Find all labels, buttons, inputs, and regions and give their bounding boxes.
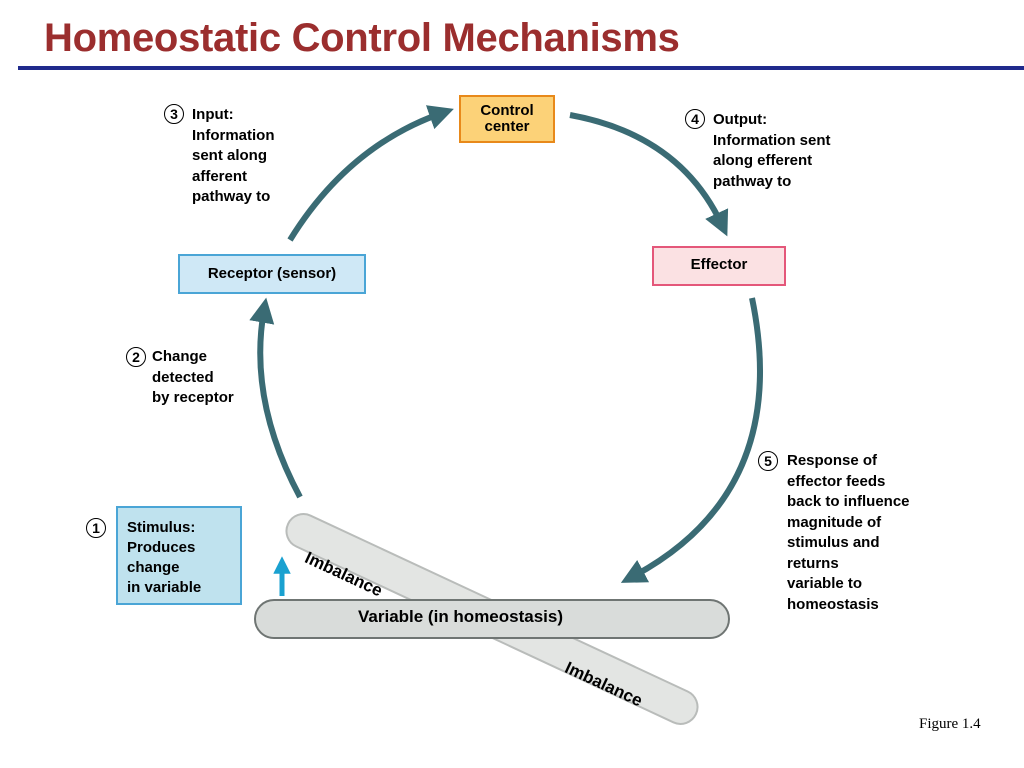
variable-bar	[254, 599, 730, 639]
step-3-label: Input: Information sent along afferent p…	[192, 106, 275, 205]
step-2-number: 2	[126, 347, 146, 367]
arrow-stimulus-to-receptor	[249, 297, 303, 499]
arrow-receptor-to-control	[287, 105, 454, 242]
step-3-number: 3	[164, 104, 184, 124]
arrow-effector-to-variable	[620, 297, 763, 583]
arrow-control-to-effector	[569, 112, 729, 237]
page-title: Homeostatic Control Mechanisms	[44, 16, 680, 60]
step-1-number: 1	[86, 518, 106, 538]
figure-caption: Figure 1.4	[919, 716, 981, 732]
control-center-box: Control center	[459, 95, 555, 143]
title-underline	[18, 66, 1024, 70]
effector-box: Effector	[652, 246, 786, 286]
step-5-number: 5	[758, 451, 778, 471]
variable-label: Variable (in homeostasis)	[358, 607, 564, 626]
step-4-label: Output: Information sent along efferent …	[713, 111, 831, 190]
step-5-label: Response of effector feeds back to influ…	[787, 452, 910, 613]
step-2-label: Change detected by receptor	[152, 348, 234, 406]
step-4-number: 4	[685, 109, 705, 129]
stimulus-box: Stimulus: Produces change in variable	[116, 506, 242, 605]
receptor-box: Receptor (sensor)	[178, 254, 366, 294]
